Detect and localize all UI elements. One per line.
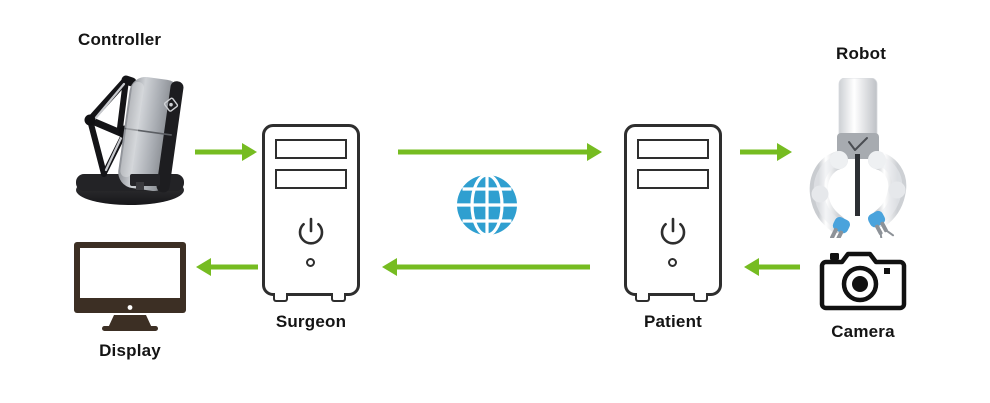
arrow-surgeon-to-patient <box>398 143 602 161</box>
arrow-head <box>587 143 602 161</box>
arrow-shaft <box>757 264 800 270</box>
arrow-patient-to-surgeon <box>382 258 590 276</box>
camera-label: Camera <box>831 322 895 341</box>
surgeon-label: Surgeon <box>275 312 347 331</box>
arrow-head <box>777 143 792 161</box>
tower-status-led <box>306 258 315 267</box>
arrow-controller-to-surgeon <box>195 143 257 161</box>
arrow-camera-to-patient <box>744 258 800 276</box>
power-icon <box>658 217 688 247</box>
tower-drive-bay-2 <box>637 169 709 189</box>
tower-foot-left <box>273 293 288 302</box>
controller-label: Controller <box>78 30 162 49</box>
arrow-surgeon-to-display <box>196 258 258 276</box>
arrow-patient-to-robot <box>740 143 792 161</box>
arrow-shaft <box>740 149 779 155</box>
patient-label: Patient <box>643 312 703 331</box>
robot-label: Robot <box>836 44 887 63</box>
tower-drive-bay-1 <box>275 139 347 159</box>
tower-foot-right <box>331 293 346 302</box>
surgeon-computer-tower-icon <box>262 124 364 306</box>
tower-drive-bay-2 <box>275 169 347 189</box>
arrow-shaft <box>209 264 258 270</box>
arrow-head <box>382 258 397 276</box>
arrow-head <box>242 143 257 161</box>
arrow-shaft <box>395 264 590 270</box>
surgical-robot-arm-icon <box>805 77 911 251</box>
globe-network-icon <box>456 173 518 237</box>
camera-icon <box>818 250 908 312</box>
desktop-monitor-icon <box>72 240 188 332</box>
tower-drive-bay-1 <box>637 139 709 159</box>
patient-computer-tower-icon <box>624 124 726 306</box>
tower-foot-left <box>635 293 650 302</box>
arrow-head <box>744 258 759 276</box>
power-icon <box>296 217 326 247</box>
arrow-shaft <box>398 149 589 155</box>
tower-foot-right <box>693 293 708 302</box>
display-label: Display <box>99 341 161 360</box>
tower-status-led <box>668 258 677 267</box>
arrow-shaft <box>195 149 244 155</box>
arrow-head <box>196 258 211 276</box>
haptic-controller-device-icon <box>68 62 190 207</box>
